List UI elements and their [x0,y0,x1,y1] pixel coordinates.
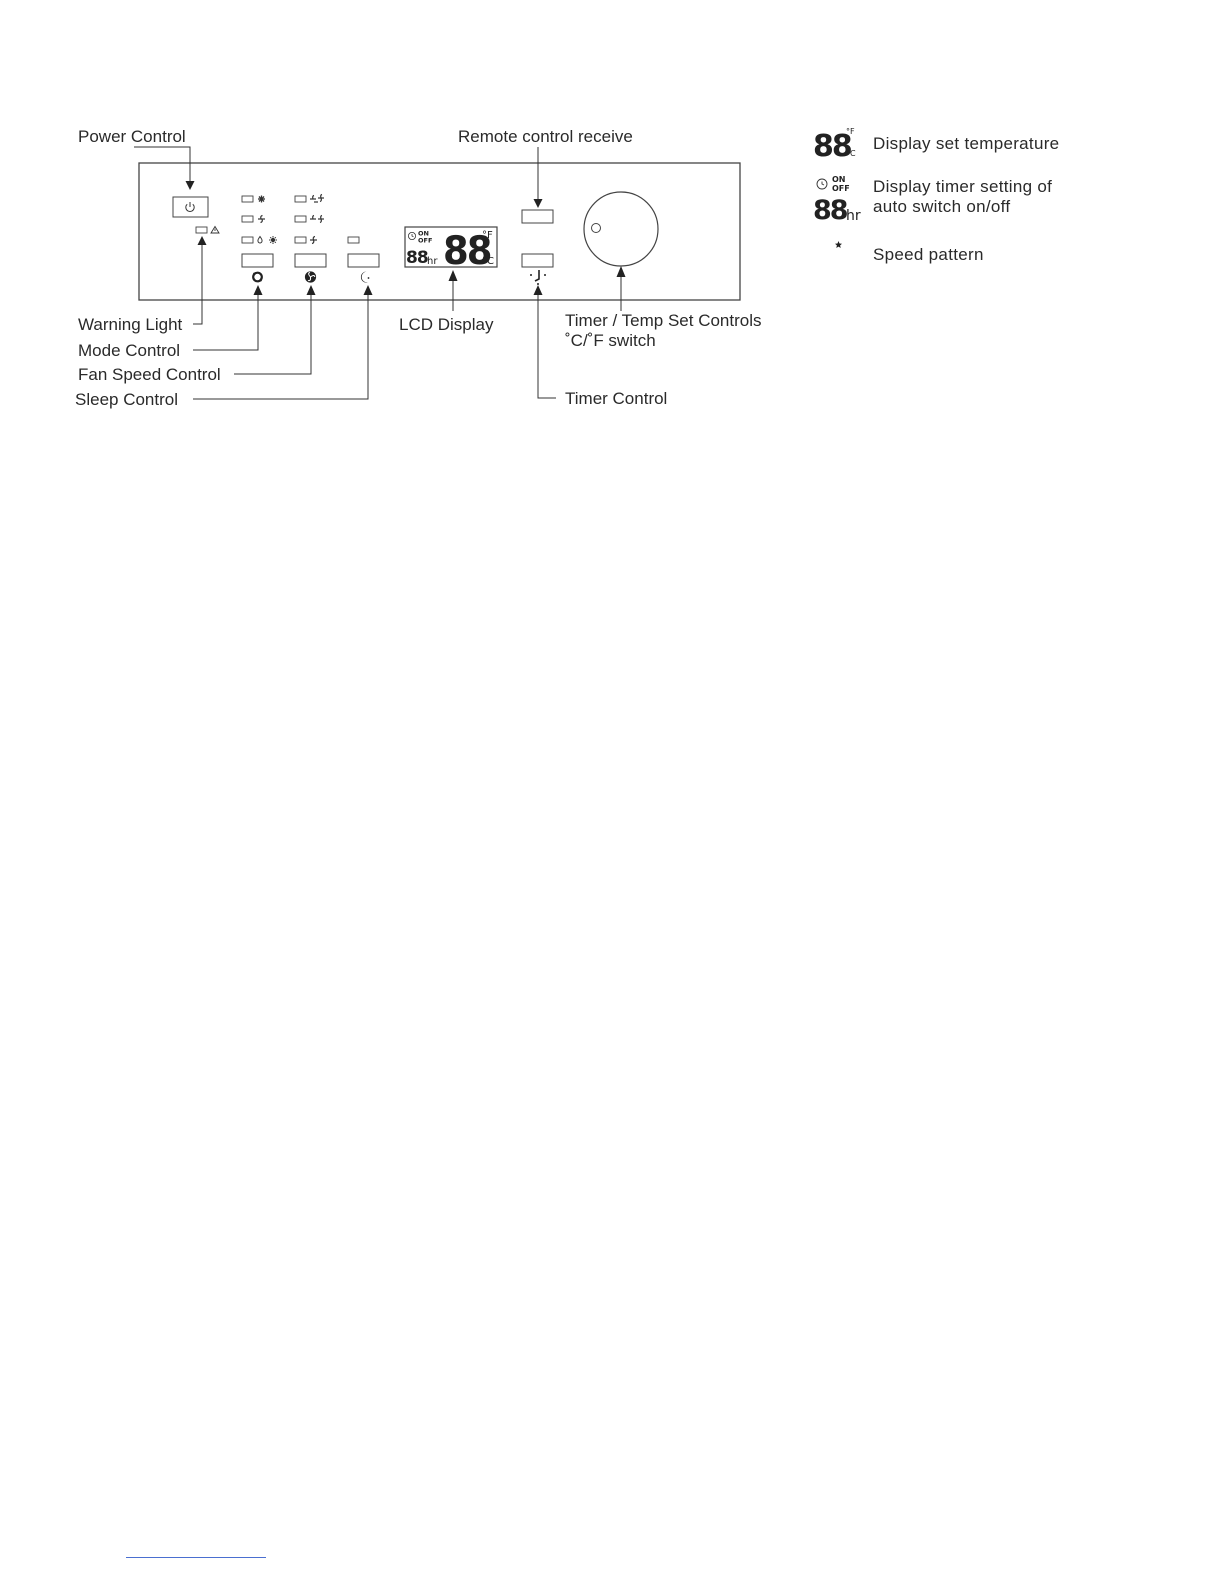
lcd-clock-icon [408,232,415,239]
knob-indicator-dot [592,224,601,233]
lcd-moon-icon [435,245,439,252]
legend-temp-celsius: °C [846,149,856,158]
legend-timer-hr: hr [846,208,861,224]
sleep-control-label: Sleep Control [75,390,178,410]
lcd-hr-label: hr [427,256,438,267]
legend-timer-text-line2: auto switch on/off [873,197,1010,217]
fan-mode-icon [258,216,265,223]
lcd-fahrenheit-label: °F [482,230,493,241]
lcd-celsius-label: °C [482,256,494,267]
warning-triangle-icon [211,227,219,234]
sleep-indicator-led [348,237,359,243]
control-panel-outline [139,163,740,300]
sleep-button[interactable] [348,254,379,267]
remote-control-receiver [522,210,553,223]
footer-rule [126,1557,266,1558]
legend-timer-text-line1: Display timer setting of [873,177,1052,197]
callout-leader-lines [134,147,621,399]
legend-temp-fahrenheit: °F [846,127,855,136]
fan-speed-button[interactable] [295,254,326,267]
legend-timer-digits: 88 [813,195,848,226]
fan-medium-icon [310,216,324,223]
power-icon [186,202,194,212]
timer-button[interactable] [522,254,553,267]
fan-icon [305,271,316,282]
fan-low-icon [310,237,317,244]
moon-icon [361,272,369,283]
legend-timer-off: OFF [832,184,850,193]
mode-button[interactable] [242,254,273,267]
timer-temp-set-label: Timer / Temp Set Controls [565,311,762,331]
legend-clock-icon [817,179,827,189]
fan-speed-indicator-leds [295,196,306,243]
timer-temp-knob[interactable] [584,192,658,266]
warning-light-label: Warning Light [78,315,182,335]
remote-control-receive-label: Remote control receive [458,127,633,147]
power-control-label: Power Control [78,127,186,147]
celsius-fahrenheit-switch-label: ˚C/˚F switch [565,331,656,351]
heat-sun-icon [269,236,277,244]
legend-temp-text: Display set temperature [873,134,1059,154]
legend-sleep-text: Speed pattern [873,245,984,265]
mode-control-label: Mode Control [78,341,180,361]
dry-drop-icon [258,237,262,244]
lcd-timer-digits: 88 [406,248,428,268]
timer-icon [535,270,539,281]
lcd-display-label: LCD Display [399,315,493,335]
timer-control-label: Timer Control [565,389,667,409]
warning-light-led [196,227,207,233]
legend-timer-on: ON [832,175,846,184]
moon-star-icon [827,241,843,260]
mode-indicator-leds [242,196,253,243]
lcd-off-label: OFF [418,237,432,245]
fan-high-icon [310,195,324,203]
fan-speed-control-label: Fan Speed Control [78,365,221,385]
cool-snowflake-icon [258,196,265,203]
